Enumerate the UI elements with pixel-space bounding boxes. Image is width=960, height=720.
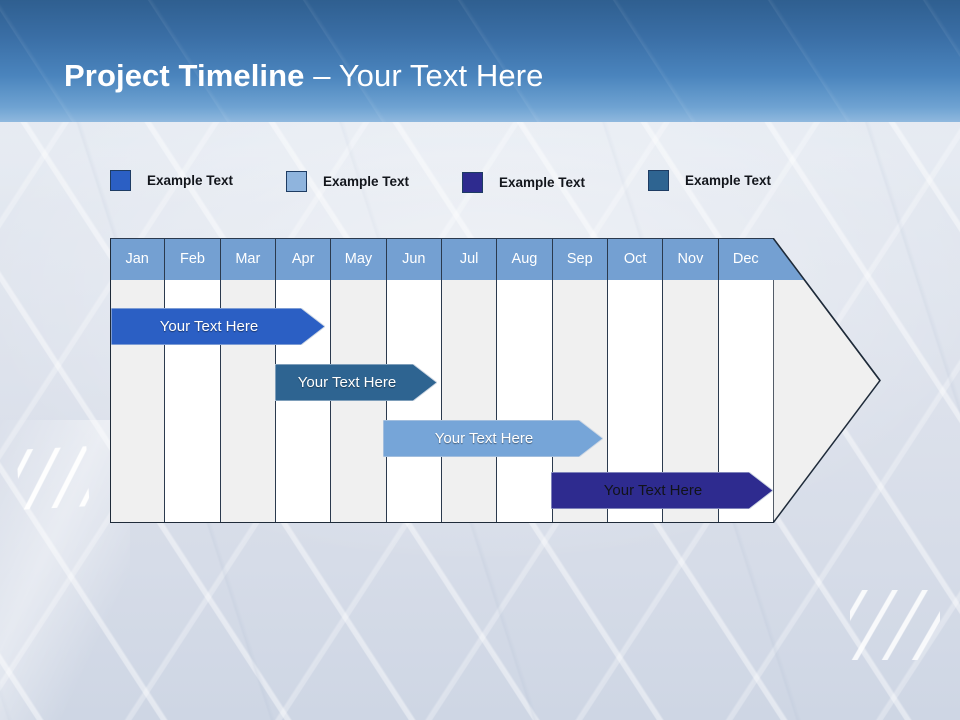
timeline-column-feb[interactable]: Feb <box>165 238 221 523</box>
legend-item-4: Example Text <box>648 170 771 191</box>
legend-label-1: Example Text <box>147 173 234 188</box>
timeline-column-may[interactable]: May <box>331 238 387 523</box>
month-header-apr: Apr <box>275 238 331 280</box>
timeline-bar-2[interactable]: Your Text Here <box>275 364 437 401</box>
legend-item-1: Example Text <box>110 170 233 191</box>
month-header-sep: Sep <box>552 238 607 280</box>
legend-label-2: Example Text <box>323 174 410 189</box>
timeline-column-jun[interactable]: Jun <box>386 238 442 523</box>
timeline-bar-label-3: Your Text Here <box>434 430 534 447</box>
month-header-may: May <box>331 238 386 280</box>
timeline-column-jan[interactable]: Jan <box>110 238 166 523</box>
timeline-bar-shape-2 <box>275 364 437 401</box>
legend-label-3: Example Text <box>499 175 586 190</box>
page-title-strong: Project Timeline <box>64 58 305 93</box>
legend-swatch-4 <box>648 170 669 191</box>
month-header-aug: Aug <box>497 238 552 280</box>
timeline-bar-shape-1 <box>111 308 325 345</box>
timeline-bar-1[interactable]: Your Text Here <box>111 308 325 345</box>
timeline-bar-label-2: Your Text Here <box>297 374 397 391</box>
title-band <box>0 0 960 122</box>
timeline-bar-3[interactable]: Your Text Here <box>383 420 603 457</box>
page-title-rest: – Your Text Here <box>304 58 544 93</box>
month-header-dec: Dec <box>718 238 773 280</box>
background-window-ticks-right <box>850 590 940 660</box>
legend-swatch-1 <box>110 170 131 191</box>
legend-item-2: Example Text <box>286 171 409 192</box>
timeline-column-aug[interactable]: Aug <box>497 238 553 523</box>
page-title: Project Timeline – Your Text Here <box>64 58 543 94</box>
timeline-column-jul[interactable]: Jul <box>441 238 498 523</box>
legend-swatch-2 <box>286 171 307 192</box>
timeline-bar-label-1: Your Text Here <box>159 318 259 335</box>
legend-item-3: Example Text <box>462 172 585 193</box>
timeline-arrow-tip <box>773 238 883 523</box>
month-header-nov: Nov <box>663 238 718 280</box>
month-header-feb: Feb <box>165 238 220 280</box>
timeline-bar-shape-3 <box>383 420 603 457</box>
timeline-bar-shape-4 <box>551 472 773 509</box>
timeline-column-body-aug <box>497 280 552 523</box>
month-header-mar: Mar <box>220 238 275 280</box>
timeline-column-body-may <box>331 280 386 523</box>
month-header-jul: Jul <box>441 238 497 280</box>
timeline-bar-label-4: Your Text Here <box>603 482 703 499</box>
timeline-column-mar[interactable]: Mar <box>220 238 276 523</box>
timeline-column-body-jul <box>441 280 497 523</box>
month-header-oct: Oct <box>607 238 663 280</box>
month-header-jan: Jan <box>110 238 165 280</box>
legend-label-4: Example Text <box>685 173 772 188</box>
timeline-bar-4[interactable]: Your Text Here <box>551 472 773 509</box>
legend-swatch-3 <box>462 172 483 193</box>
timeline-column-body-jun <box>386 280 441 523</box>
month-header-jun: Jun <box>386 238 441 280</box>
